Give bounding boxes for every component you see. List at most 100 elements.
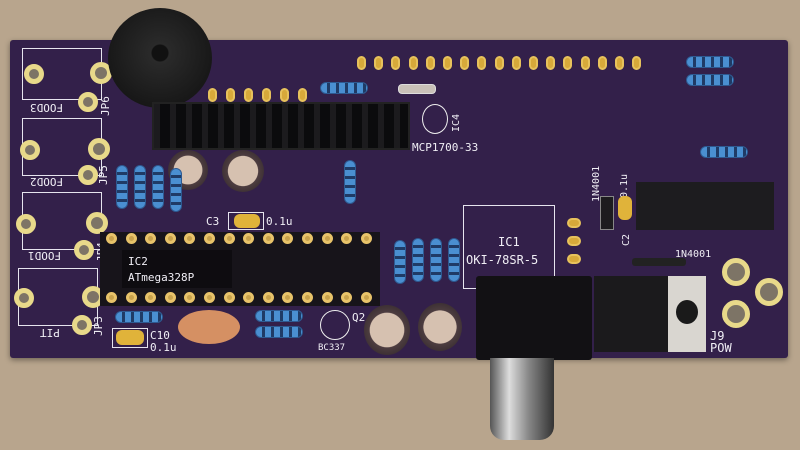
terminal-pad (72, 315, 92, 335)
gold-pad (226, 88, 235, 102)
terminal-pad (88, 138, 110, 160)
terminal-pad (24, 64, 44, 84)
jp5-label: JP5 (97, 165, 110, 185)
resistor (344, 160, 356, 204)
gold-pad (615, 56, 624, 70)
resistor (134, 165, 146, 209)
gold-pad (511, 56, 521, 70)
jp6-label: JP6 (99, 96, 112, 116)
j9-label: J9 (710, 329, 725, 343)
c3-capacitor (234, 214, 260, 228)
electrolytic-capacitor (222, 150, 264, 192)
socket-pin (360, 233, 372, 244)
axial-diode (632, 258, 686, 266)
resistor (170, 168, 182, 212)
dc-jack (476, 276, 592, 360)
gold-pad (208, 88, 217, 102)
c3-label: C3 (206, 215, 220, 228)
c2-value: 0.1u (619, 173, 630, 198)
voltage-regulator (594, 276, 674, 352)
socket-pin (125, 233, 137, 244)
resistor (320, 82, 368, 94)
terminal-pad (14, 288, 34, 308)
j9-pow-label: POW (710, 341, 732, 355)
q2-outline (320, 310, 350, 340)
gold-pad (298, 88, 307, 102)
pin-header (152, 102, 410, 150)
socket-pin (282, 233, 294, 244)
socket-pin (223, 292, 235, 303)
socket-pin (184, 292, 196, 303)
terminal-pad (78, 92, 98, 112)
socket-pin (321, 233, 333, 244)
gold-pad (357, 56, 366, 70)
gold-pad (546, 56, 556, 70)
gold-pad (529, 56, 538, 70)
resistor (255, 310, 303, 322)
socket-pin (243, 292, 255, 303)
socket-pin (164, 233, 176, 244)
socket-pin (262, 292, 274, 303)
gold-pad (244, 88, 253, 102)
socket-pin (302, 233, 313, 244)
c3-value: 0.1u (266, 215, 293, 228)
gold-pad (425, 56, 435, 70)
dc-jack-barrel (490, 358, 554, 440)
gold-pad (580, 56, 590, 70)
c10-outline (112, 328, 148, 348)
buzzer (108, 8, 212, 108)
socket-pin (341, 233, 353, 244)
socket-pin (125, 292, 137, 303)
resistor (700, 146, 748, 158)
resistor (116, 165, 128, 209)
ic1-label: IC1 (498, 235, 520, 249)
gold-pad (477, 56, 487, 70)
gold-pad (391, 56, 401, 70)
socket-pin (341, 292, 353, 303)
gold-pad (494, 56, 504, 70)
socket-pin (204, 233, 215, 244)
dip-ic (636, 182, 774, 230)
q2-label: Q2 (352, 311, 366, 324)
socket-pin (184, 233, 196, 244)
socket-pin (145, 233, 157, 244)
ceramic-capacitor (178, 310, 240, 344)
gold-pad (443, 56, 452, 70)
c10-value: 0.1u (150, 341, 177, 354)
resistor (255, 326, 303, 338)
ic1-pad (567, 236, 581, 246)
d2-part: 1N4001 (675, 249, 712, 260)
socket-pin (164, 292, 176, 303)
resistor (448, 238, 460, 282)
gold-pad (374, 56, 384, 70)
food3-label: FOOD3 (30, 101, 64, 114)
ic2-part: ATmega328P (128, 271, 195, 284)
c10-capacitor (116, 330, 144, 345)
socket-pin (282, 292, 294, 303)
ic1-pad (567, 254, 581, 264)
socket-pin (106, 233, 117, 244)
food2-label: FOOD2 (30, 175, 64, 188)
d1-part: 1N4001 (591, 165, 602, 202)
terminal-pad (74, 240, 94, 260)
gold-pad (563, 56, 573, 70)
resistor (152, 165, 164, 209)
socket-pin (106, 292, 117, 303)
pit-label: PIT (40, 326, 60, 339)
gold-pad (280, 88, 289, 102)
gold-pad (460, 56, 470, 70)
ic4-part: MCP1700-33 (412, 141, 479, 154)
gold-pad (632, 56, 642, 70)
resistor (394, 240, 406, 284)
gold-pad (262, 88, 271, 102)
j9-pad (755, 278, 783, 306)
socket-pin (321, 292, 333, 303)
c2-capacitor (618, 196, 632, 220)
food1-label: FOOD1 (28, 249, 62, 262)
terminal-pad (86, 212, 108, 234)
mounting-hole (676, 300, 698, 324)
terminal-pad (78, 165, 98, 185)
gold-pad (597, 56, 607, 70)
resistor (686, 56, 734, 68)
q2-part: BC337 (318, 343, 346, 353)
